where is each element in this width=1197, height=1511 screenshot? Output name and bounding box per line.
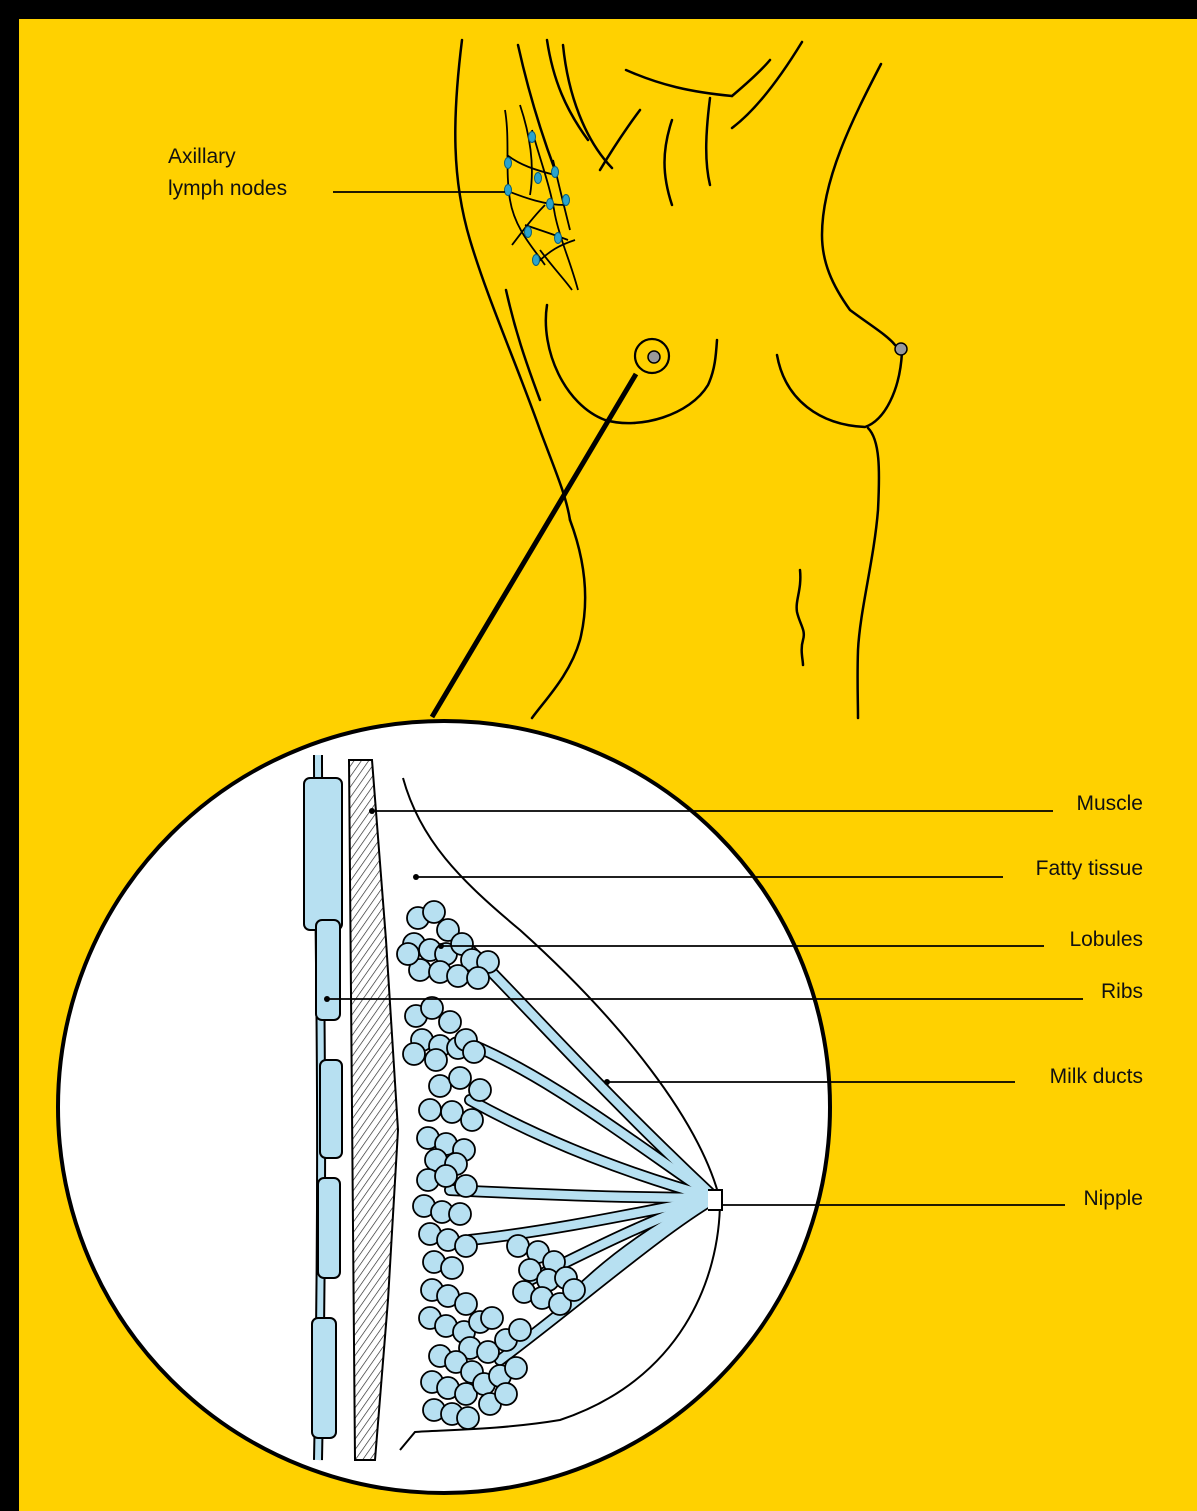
lobule [455, 1235, 477, 1257]
rib [304, 778, 342, 930]
lobule [455, 1293, 477, 1315]
lobule [463, 1041, 485, 1063]
nipple-label: Nipple [1083, 1187, 1143, 1210]
lobule [441, 1257, 463, 1279]
fatty-tissue-leader-dot [413, 874, 419, 880]
lymph-node [505, 158, 512, 169]
nipple-tip [708, 1190, 722, 1210]
lymph-node [552, 167, 559, 178]
fatty-tissue-label: Fatty tissue [1036, 857, 1143, 880]
lymph-node [533, 255, 540, 266]
lymph-node [505, 185, 512, 196]
lobule [481, 1307, 503, 1329]
lobules-label: Lobules [1069, 928, 1143, 951]
lobule [435, 1165, 457, 1187]
lymph-node [529, 132, 536, 143]
lobule [449, 1067, 471, 1089]
lobule [467, 967, 489, 989]
lobule [449, 1203, 471, 1225]
lobules-leader-dot [438, 943, 444, 949]
lobule [425, 1049, 447, 1071]
rib [318, 1178, 340, 1278]
lobule [397, 943, 419, 965]
lobule [563, 1279, 585, 1301]
lymph-node [547, 199, 554, 210]
nipple-left-icon [635, 339, 669, 373]
lobule [429, 1075, 451, 1097]
lobule [495, 1383, 517, 1405]
lobule [457, 1407, 479, 1429]
ribs-label: Ribs [1101, 980, 1143, 1003]
axillary-label-line2: lymph nodes [168, 177, 287, 200]
rib [320, 1060, 342, 1158]
lobule [469, 1079, 491, 1101]
lymph-node [563, 195, 570, 206]
muscle-label: Muscle [1076, 792, 1143, 815]
nipple-right-icon [895, 343, 907, 355]
lobule [461, 1109, 483, 1131]
rib [316, 920, 340, 1020]
rib [312, 1318, 336, 1438]
axillary-label-line1: Axillary [168, 145, 236, 168]
lobule [421, 997, 443, 1019]
lobule [439, 1011, 461, 1033]
lymph-node [535, 173, 542, 184]
lymph-node [555, 233, 562, 244]
torso-outline-icon [455, 40, 902, 718]
lobule [505, 1357, 527, 1379]
lobule [509, 1319, 531, 1341]
muscle-leader-dot [369, 808, 375, 814]
lobule [447, 965, 469, 987]
lobule [455, 1175, 477, 1197]
lymph-node [525, 227, 532, 238]
lobule [423, 901, 445, 923]
zoom-connector-line [432, 374, 636, 717]
lobule [403, 1043, 425, 1065]
milk-ducts-leader-dot [604, 1079, 610, 1085]
milk-ducts-label: Milk ducts [1050, 1065, 1143, 1088]
lobule [507, 1235, 529, 1257]
lobule [419, 1099, 441, 1121]
lobule [441, 1101, 463, 1123]
ribs-leader-dot [324, 996, 330, 1002]
